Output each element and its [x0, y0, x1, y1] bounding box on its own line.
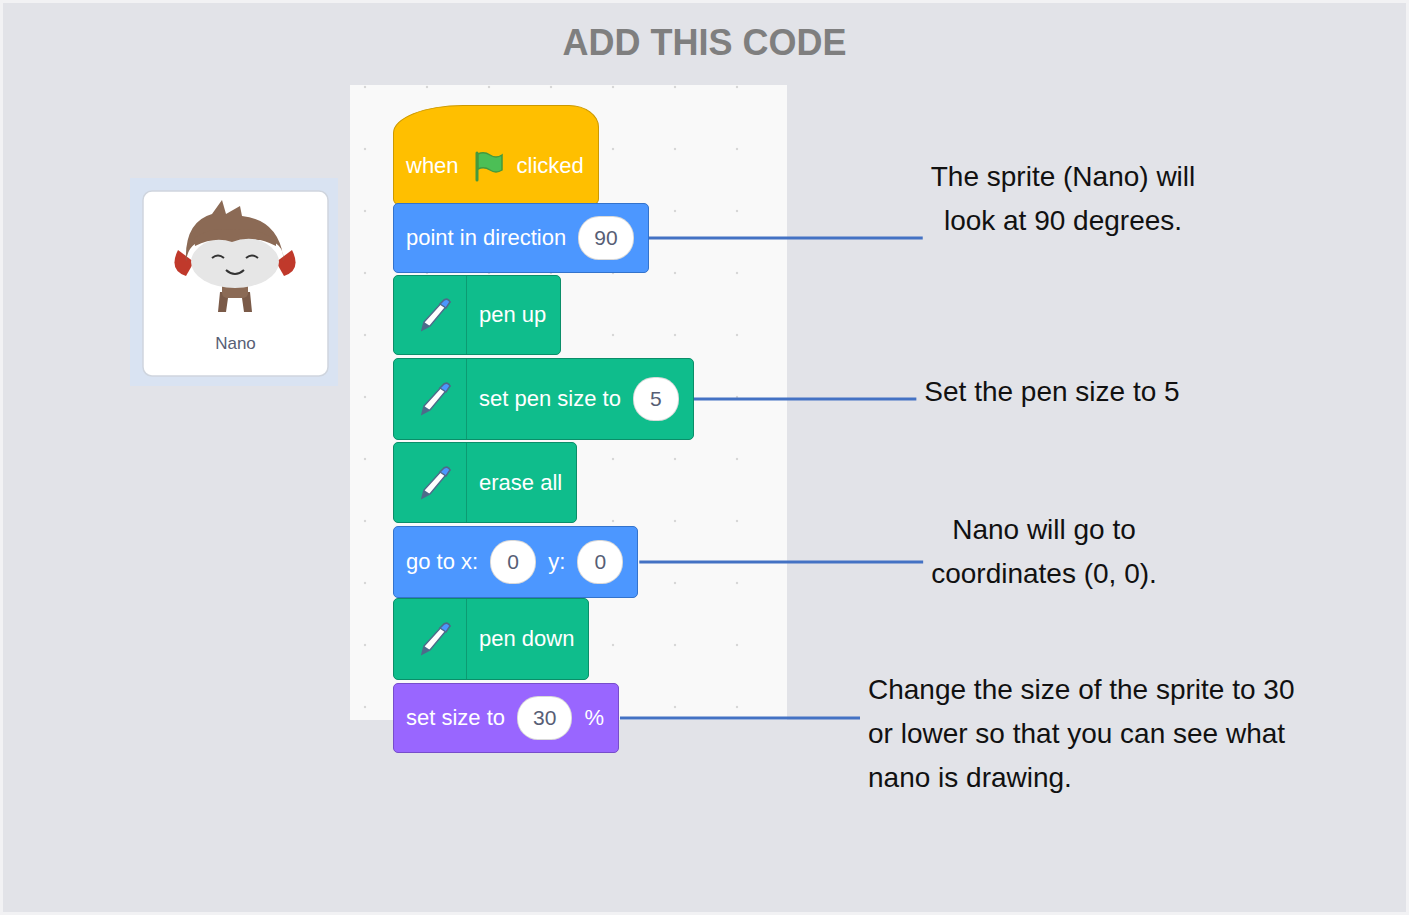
motion-block: point in direction 90 — [393, 203, 649, 273]
input-value: 5 — [633, 377, 679, 421]
pen-icon — [394, 359, 467, 439]
callout-note: Set the pen size to 5 — [893, 370, 1211, 414]
callout-note: Nano will go to coordinates (0, 0). — [898, 508, 1190, 596]
leader-line — [620, 717, 860, 720]
block-label: when — [406, 153, 459, 179]
pen-icon — [394, 276, 467, 354]
event-hat-block: when clicked — [393, 105, 599, 205]
input-value: 90 — [578, 216, 633, 260]
input-value: 0 — [577, 540, 623, 584]
sprite-card — [143, 191, 328, 376]
leader-line — [635, 237, 923, 240]
block-label: set pen size to — [479, 386, 621, 412]
block-label: pen down — [479, 626, 574, 652]
leader-line — [639, 561, 923, 564]
code-area — [350, 85, 787, 720]
pen-block: erase all — [393, 442, 577, 523]
heading: ADD THIS CODE — [0, 22, 1409, 64]
block-label: erase all — [479, 470, 562, 496]
callout-note: The sprite (Nano) will look at 90 degree… — [918, 155, 1208, 243]
pen-block: set pen size to 5 — [393, 358, 694, 440]
sprite-tile: Nano — [143, 191, 328, 376]
code-area-grid — [350, 85, 787, 720]
sprite-name: Nano — [143, 334, 328, 354]
callout-note: Change the size of the sprite to 30 or l… — [868, 668, 1300, 800]
looks-block: set size to 30% — [393, 683, 619, 753]
pen-block: pen up — [393, 275, 561, 355]
block-label: go to x: — [406, 549, 478, 575]
block-label: clicked — [517, 153, 584, 179]
input-value: 30 — [517, 696, 572, 740]
pen-icon — [394, 599, 467, 679]
leader-line — [680, 398, 916, 401]
green-flag-icon — [471, 149, 505, 183]
block-label: set size to — [406, 705, 505, 731]
block-label: point in direction — [406, 225, 566, 251]
pen-icon — [394, 443, 467, 522]
block-label: % — [584, 705, 604, 731]
motion-block: go to x: 0 y: 0 — [393, 526, 638, 598]
nano-figure — [174, 200, 295, 312]
block-label: y: — [548, 549, 565, 575]
pen-block: pen down — [393, 598, 589, 680]
block-label: pen up — [479, 302, 546, 328]
sprite-highlight — [130, 178, 338, 386]
input-value: 0 — [490, 540, 536, 584]
